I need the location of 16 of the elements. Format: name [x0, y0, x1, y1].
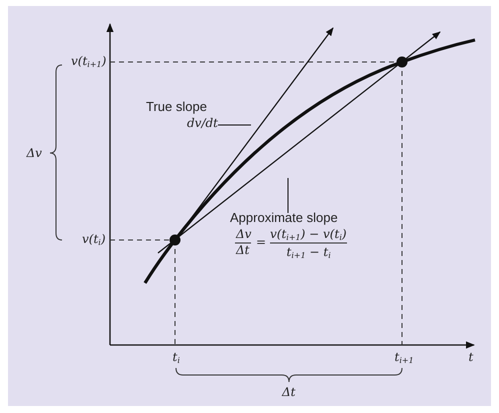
formula: Δv	[236, 228, 252, 240]
t-tick-label: t$_{i}$	[172, 351, 180, 365]
annotation-text: Approximate slope	[230, 211, 338, 224]
delta-label: Δv	[26, 147, 42, 159]
v-tick-label: v(t$_{i+1}$)	[71, 55, 106, 69]
t-tick-label: t$_{i+1}$	[394, 351, 414, 365]
formula: t$_{i+1}$ − t$_{i}$	[286, 246, 331, 260]
annotation-text: True slope	[146, 100, 207, 113]
axis-label: t	[468, 351, 474, 363]
v-tick-label: v(t$_{i}$)	[82, 233, 106, 247]
formula: dv/dt	[187, 117, 218, 129]
leader-line	[218, 124, 252, 126]
formula: =	[256, 236, 266, 248]
formula: Δt	[236, 244, 250, 256]
delta-label: Δt	[282, 386, 296, 398]
formula: v(t$_{i+1}$) − v(t$_{i}$)	[270, 228, 347, 242]
